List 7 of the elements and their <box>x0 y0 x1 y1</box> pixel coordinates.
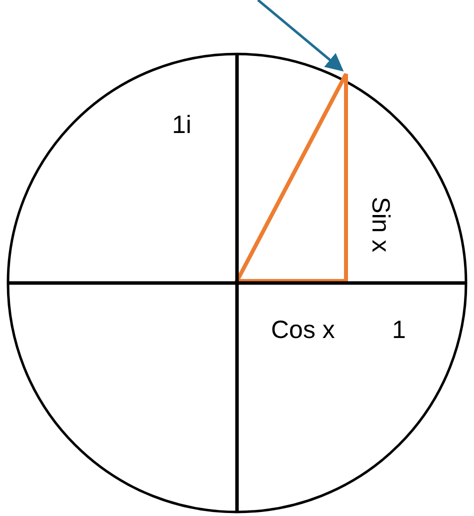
side-label: Sin x <box>367 196 392 252</box>
side-label: Cos x <box>271 318 335 343</box>
arrow <box>257 0 344 72</box>
unit-circle <box>6 52 468 514</box>
radius-label: 1 <box>392 318 406 343</box>
axis-label: 1i <box>172 113 192 138</box>
right-triangle <box>234 72 348 283</box>
